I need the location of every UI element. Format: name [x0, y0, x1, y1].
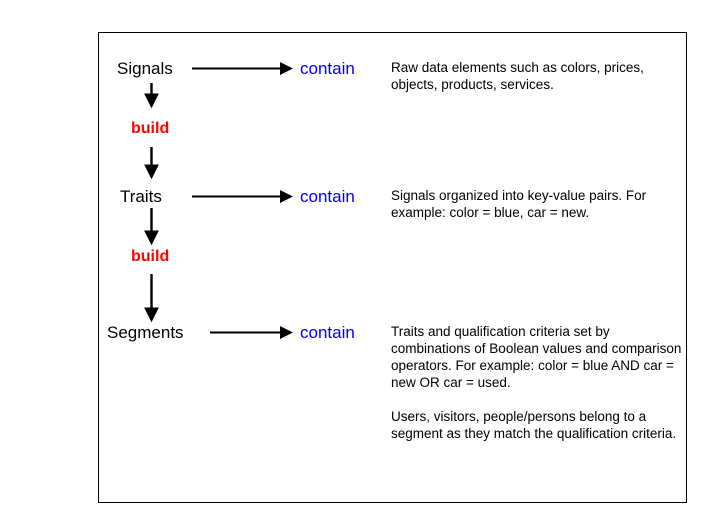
description-segments-paragraph-1: Traits and qualification criteria set by… — [391, 324, 682, 390]
description-segments-paragraph-2: Users, visitors, people/persons belong t… — [391, 409, 677, 441]
edge-label-build-1: build — [131, 120, 170, 137]
node-traits: Traits — [120, 187, 162, 206]
relation-label-segments: contain — [300, 323, 355, 342]
description-traits: Signals organized into key-value pairs. … — [391, 187, 691, 221]
relation-label-signals: contain — [300, 59, 355, 78]
node-signals: Signals — [117, 59, 173, 78]
diagram-frame — [98, 32, 687, 503]
description-signals-paragraph-1: Raw data elements such as colors, prices… — [391, 60, 644, 92]
description-segments: Traits and qualification criteria set by… — [391, 323, 691, 442]
edge-label-build-2: build — [131, 248, 170, 265]
relation-label-traits: contain — [300, 187, 355, 206]
node-segments: Segments — [107, 323, 184, 342]
description-signals: Raw data elements such as colors, prices… — [391, 59, 691, 93]
description-traits-paragraph-1: Signals organized into key-value pairs. … — [391, 188, 647, 220]
